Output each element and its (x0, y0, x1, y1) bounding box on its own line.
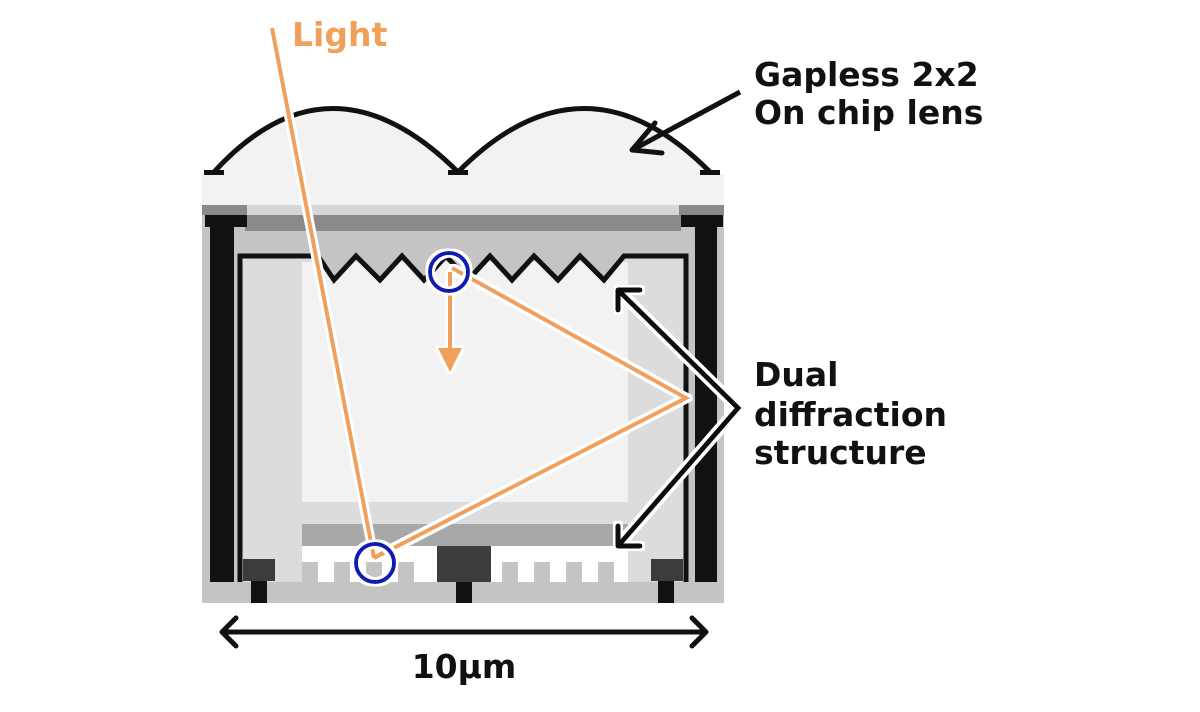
reflected-light-path (373, 266, 691, 560)
diffraction-pointer-arrows (615, 287, 742, 549)
grating-tooth (366, 562, 382, 582)
lower-diffraction-grating (202, 546, 724, 603)
lens-left-arc (212, 106, 460, 174)
gate-contact-left (251, 581, 267, 603)
photodiode-region (237, 253, 689, 582)
diffraction-label-line1: Dual (754, 355, 838, 394)
grating-tooth (334, 562, 350, 582)
lower-diffraction-highlight-circle (354, 542, 396, 584)
color-filter-band (245, 215, 681, 231)
scale-arrow-left (219, 615, 239, 649)
on-chip-lens (202, 106, 724, 205)
reflection-tick (372, 550, 386, 560)
left-light-shield (210, 215, 234, 582)
lens-pointer-arrow (629, 89, 742, 156)
diffraction-label-line2: diffraction (754, 395, 947, 434)
lower-arrowhead (615, 523, 643, 549)
lens-foot-center (448, 170, 468, 175)
scale-label: 10µm (412, 647, 517, 686)
upper-diffraction-highlight-circle (428, 251, 470, 293)
grating-tooth (566, 562, 582, 582)
color-filter-inner (247, 205, 679, 215)
transfer-gate-left (243, 559, 275, 581)
diffraction-bracket (616, 288, 742, 548)
lens-arrow-shaft (634, 89, 742, 151)
lens-label-line2: On chip lens (754, 93, 983, 132)
lens-foot-left (204, 170, 224, 175)
lens-right-arc (456, 106, 712, 174)
gate-contact-right (658, 581, 674, 603)
light-label: Light (292, 15, 387, 54)
grating-tooth (398, 562, 414, 582)
lens-body (214, 110, 710, 175)
right-light-shield (695, 215, 717, 582)
grating-tooth (534, 562, 550, 582)
upper-grating-fill (240, 231, 686, 280)
scale-bar: 10µm (219, 615, 709, 686)
scale-arrow-right (689, 615, 709, 649)
lens-foot-right (700, 170, 720, 175)
lens-arrow-head (629, 120, 665, 156)
grating-tooth (598, 562, 614, 582)
grating-tooth (502, 562, 518, 582)
gate-contact-center (456, 582, 472, 603)
transfer-gate-right (651, 559, 683, 581)
diffraction-label-line3: structure (754, 433, 927, 472)
incident-light-ray (270, 27, 376, 559)
photodiode-core (302, 262, 628, 502)
diffracted-ray-arrowhead (438, 348, 462, 372)
upper-arrowhead (615, 287, 643, 313)
light-rays (270, 27, 691, 560)
grating-tooth (302, 562, 318, 582)
lens-label-line1: Gapless 2x2 (754, 55, 979, 94)
lens-base-layer (202, 175, 724, 205)
transfer-gate-center (437, 546, 491, 582)
lower-grating-base (302, 524, 628, 546)
